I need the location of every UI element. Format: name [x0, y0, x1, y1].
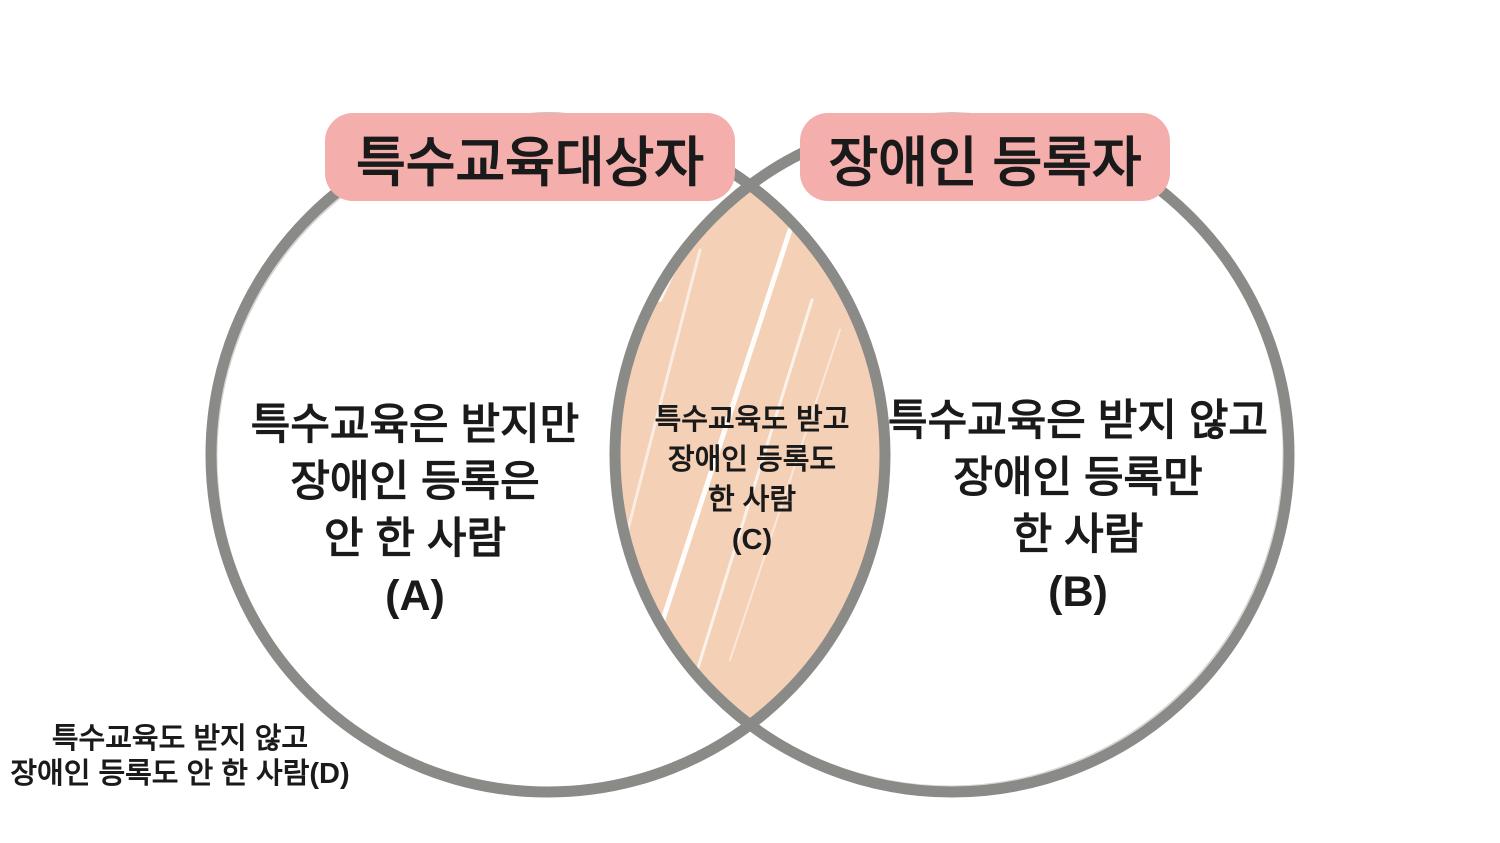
set-c-line: 한 사람	[707, 484, 797, 516]
set-c-line: 특수교육도 받고	[654, 404, 850, 436]
set-c-label: (C)	[731, 524, 773, 556]
set-a-line: 안 한 사람	[323, 515, 507, 563]
set-a-line: 특수교육은 받지만	[250, 401, 580, 449]
set-a-label: (A)	[385, 572, 445, 620]
set-b-label: (B)	[1048, 568, 1108, 616]
set-c-description: 특수교육도 받고 장애인 등록도 한 사람 (C)	[622, 400, 882, 560]
set-b-description: 특수교육은 받지 않고 장애인 등록만 한 사람 (B)	[868, 393, 1288, 621]
left-set-label: 특수교육대상자	[325, 113, 735, 201]
right-set-label: 장애인 등록자	[800, 113, 1170, 201]
set-d-line: 장애인 등록도 안 한 사람(D)	[10, 758, 350, 790]
set-d-description: 특수교육도 받지 않고 장애인 등록도 안 한 사람(D)	[0, 722, 360, 792]
set-b-line: 장애인 등록만	[953, 454, 1203, 502]
set-a-description: 특수교육은 받지만 장애인 등록은 안 한 사람 (A)	[195, 397, 635, 625]
set-a-line: 장애인 등록은	[290, 458, 540, 506]
set-c-line: 장애인 등록도	[667, 444, 837, 476]
set-b-line: 특수교육은 받지 않고	[888, 397, 1268, 445]
set-b-line: 한 사람	[1012, 511, 1144, 559]
set-d-line: 특수교육도 받지 않고	[51, 723, 309, 755]
